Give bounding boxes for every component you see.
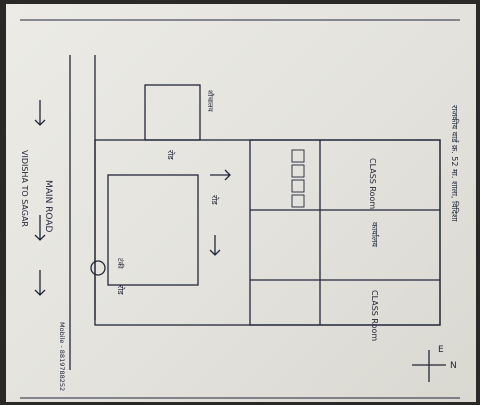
vidisha-road-text: VIDISHA TO SAGAR	[20, 150, 29, 227]
road-arrow-1	[34, 100, 46, 126]
stair-box-3	[291, 179, 305, 193]
road-arrow-4	[210, 169, 231, 181]
road-arrow-3	[34, 270, 46, 296]
stair-box-2	[291, 164, 305, 178]
stair-box-4	[291, 194, 305, 208]
class-room-bottom: CLASS Room	[370, 290, 379, 341]
road-label-2: रोड	[210, 195, 220, 205]
title-text: राजकीय वार्ड क्र. 52 मा. शाला, विदिशा	[450, 105, 460, 222]
compass-east: E	[438, 345, 444, 355]
tank-symbol	[90, 260, 106, 276]
compass-north: N	[450, 361, 457, 371]
toilet-block	[144, 84, 201, 141]
road-arrow-2	[34, 215, 46, 241]
class-room-top: CLASS Room	[368, 158, 377, 209]
road-arrow-5	[209, 235, 221, 256]
building-block	[249, 139, 441, 326]
stair-box-1	[291, 149, 305, 163]
tank-text: टंकी	[116, 258, 125, 269]
road-label-1: रोड	[166, 150, 176, 160]
toilet-text: शौचालय	[206, 90, 215, 113]
road-label-3: रोड	[116, 285, 126, 295]
main-road-text: MAIN ROAD	[43, 180, 53, 233]
school-boundary	[94, 139, 441, 326]
paper-sheet	[6, 4, 476, 402]
mobile-text: Mobile - 8819788252	[58, 322, 66, 391]
inner-courtyard	[107, 174, 199, 286]
office-text: कार्यालय	[370, 222, 380, 247]
